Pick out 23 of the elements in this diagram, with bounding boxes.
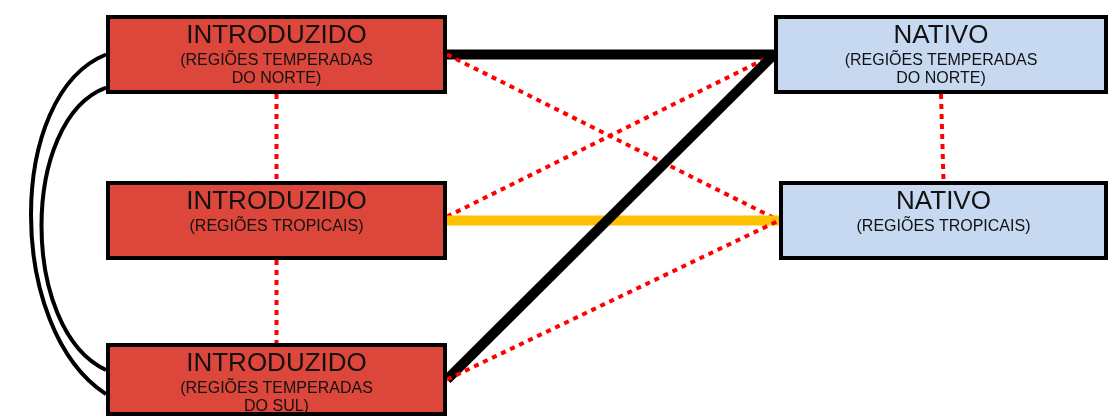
node-subtitle: (REGIÕES TROPICAIS) bbox=[189, 216, 364, 236]
node-title: INTRODUZIDO bbox=[186, 348, 367, 378]
thick-line bbox=[447, 215, 779, 226]
connector-line bbox=[29, 52, 108, 396]
native-box bbox=[779, 181, 1108, 260]
node-title: NATIVO bbox=[896, 186, 991, 216]
dotted-line bbox=[274, 260, 279, 343]
dotted-line bbox=[274, 94, 279, 181]
node-title: INTRODUZIDO bbox=[186, 186, 367, 216]
introduced-box bbox=[106, 181, 447, 260]
node-subtitle: (REGIÕES TEMPERADAS DO NORTE) bbox=[843, 50, 1039, 88]
node-subtitle: (REGIÕES TEMPERADAS DO NORTE) bbox=[179, 50, 374, 88]
connector-line bbox=[39, 85, 108, 372]
dotted-line bbox=[446, 218, 780, 382]
node-title: INTRODUZIDO bbox=[186, 20, 367, 50]
introduced-box bbox=[106, 15, 447, 94]
thick-line bbox=[447, 49, 774, 60]
node-title: NATIVO bbox=[893, 20, 989, 50]
node-subtitle: (REGIÕES TROPICAIS) bbox=[856, 216, 1031, 236]
introduced-box bbox=[106, 343, 447, 416]
dotted-line bbox=[939, 93, 946, 182]
native-box bbox=[774, 15, 1108, 94]
node-subtitle: (REGIÕES TEMPERADAS DO SUL) bbox=[179, 378, 374, 416]
